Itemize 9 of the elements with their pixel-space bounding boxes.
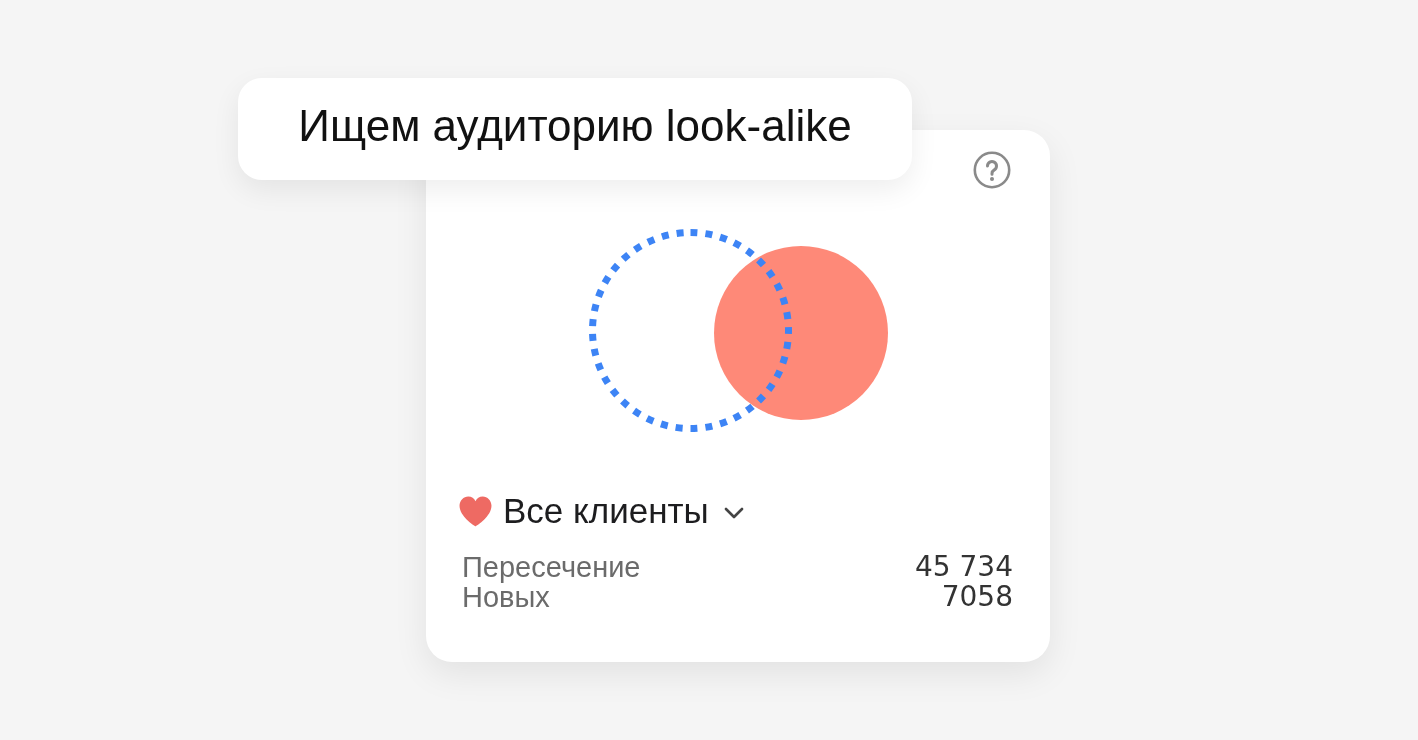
metric-value: 7058 xyxy=(941,582,1013,612)
callout-box xyxy=(238,78,912,180)
metric-value: 45 734 xyxy=(915,552,1013,582)
metric-label: Пересечение xyxy=(462,552,641,582)
segment-name: Все клиенты xyxy=(503,491,709,531)
metric-label: Новых xyxy=(462,582,550,612)
heading-text: Ищем аудиторию look-alike xyxy=(297,101,853,151)
filled-circle xyxy=(714,246,888,420)
dotted-circle xyxy=(588,228,792,432)
